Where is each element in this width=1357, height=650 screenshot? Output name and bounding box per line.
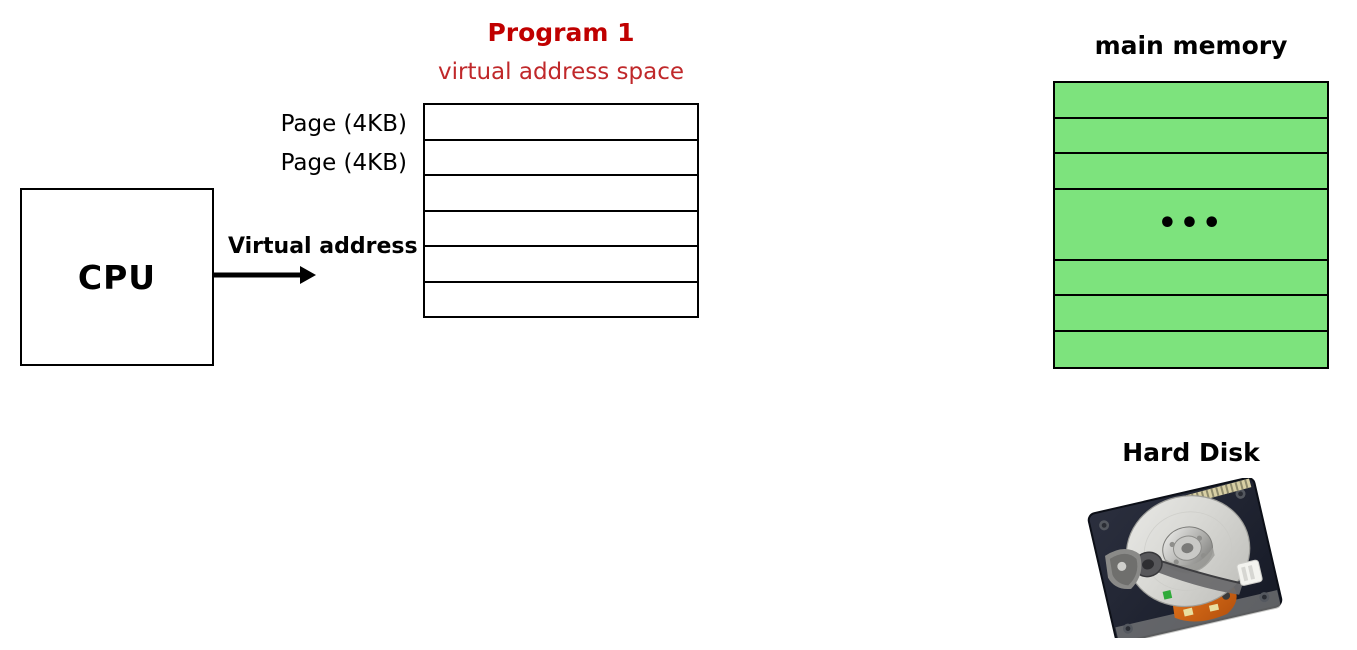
hard-disk-title: Hard Disk xyxy=(1122,438,1260,467)
virtual-page-row xyxy=(425,283,697,319)
memory-frame-row xyxy=(1055,83,1327,119)
page-size-label-1: Page (4KB) xyxy=(280,150,407,176)
virtual-page-row xyxy=(425,176,697,212)
virtual-address-space-table xyxy=(423,103,699,318)
memory-frame-row-ellipsis: ••• xyxy=(1055,189,1327,261)
virtual-page-row xyxy=(425,212,697,247)
program-title: Program 1 xyxy=(487,18,635,47)
ellipsis-icon: ••• xyxy=(1157,206,1225,241)
memory-frame-row xyxy=(1055,154,1327,190)
virtual-page-row xyxy=(425,105,697,141)
memory-frame-row xyxy=(1055,118,1327,154)
hard-disk-icon xyxy=(1087,478,1283,638)
memory-frame-row xyxy=(1055,331,1327,367)
cpu-box: CPU xyxy=(20,188,214,366)
page-size-label-0: Page (4KB) xyxy=(280,111,407,137)
virtual-address-label: Virtual address xyxy=(228,234,418,259)
virtual-page-row xyxy=(425,247,697,283)
virtual-page-row xyxy=(425,141,697,176)
memory-frame-row xyxy=(1055,260,1327,296)
memory-frame-row xyxy=(1055,296,1327,332)
virtual-address-arrow-icon xyxy=(214,266,316,284)
main-memory-block: ••• xyxy=(1053,81,1329,369)
program-subtitle: virtual address space xyxy=(438,59,684,85)
cpu-label: CPU xyxy=(77,257,157,297)
main-memory-title: main memory xyxy=(1094,31,1288,60)
